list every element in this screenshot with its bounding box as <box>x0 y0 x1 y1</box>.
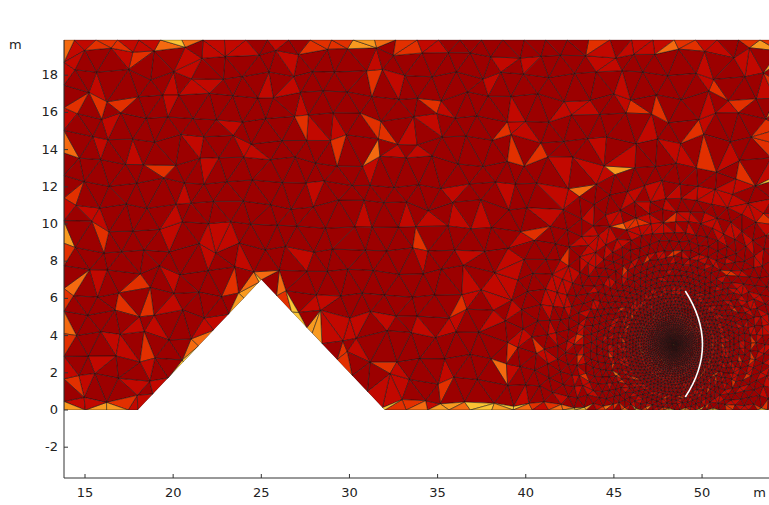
mesh <box>64 40 769 410</box>
